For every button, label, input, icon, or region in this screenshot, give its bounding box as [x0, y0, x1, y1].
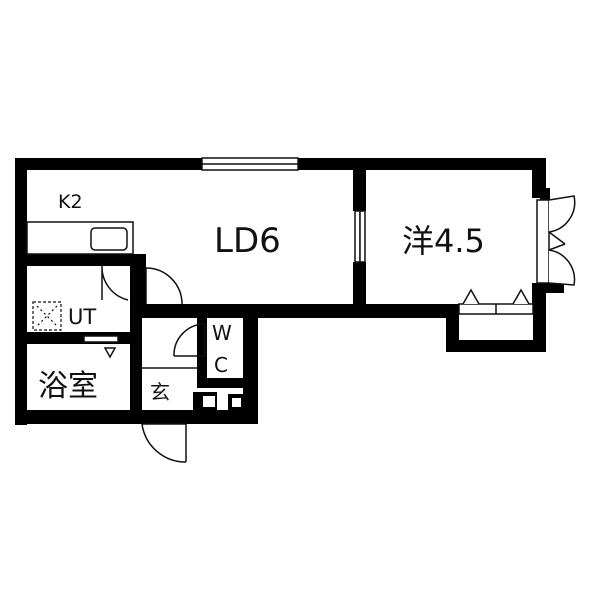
room-label-toilet-w: W: [212, 321, 232, 345]
closet-box-bottom: [446, 340, 546, 352]
wall-divider-top: [353, 158, 366, 211]
wall-wc-right: [243, 304, 258, 424]
sliding-door-ld: [354, 210, 366, 263]
closet-box-right: [533, 304, 546, 352]
wall-hall-top: [142, 304, 197, 318]
wall-divider-bottom: [353, 262, 366, 318]
wall-entrance-bottom-right: [186, 410, 258, 424]
kitchen-counter: [26, 221, 134, 255]
wall-wc-bottom: [197, 378, 258, 388]
room-label-living-dining: LD6: [214, 221, 281, 261]
balcony-frame-bottom: [540, 283, 564, 293]
balcony-doors: [536, 195, 576, 286]
wall-bath-right: [130, 304, 142, 424]
washer-pan-icon: [32, 301, 62, 331]
pillar-2-hollow: [232, 398, 241, 407]
wall-utility-right: [130, 254, 146, 304]
room-label-utility: UT: [68, 305, 96, 329]
wall-top-right: [298, 158, 546, 170]
wall-left: [15, 158, 27, 425]
room-label-kitchen: K2: [58, 191, 83, 213]
top-window: [201, 157, 299, 171]
door-swings: [101, 265, 206, 463]
wall-south: [182, 304, 446, 318]
wall-wc-left: [197, 316, 207, 386]
closet-doors: [458, 288, 534, 315]
walls: [15, 158, 564, 425]
wall-bath-bottom: [15, 410, 142, 424]
pillar-1-hollow: [203, 396, 215, 407]
room-label-toilet-c: C: [214, 353, 228, 377]
bath-door-sill: [83, 335, 119, 343]
wall-top-left: [15, 158, 202, 170]
room-label-bathroom: 浴室: [38, 369, 98, 404]
balcony-frame-top: [540, 188, 550, 200]
room-label-western-room: 洋4.5: [402, 222, 485, 260]
room-label-entrance: 玄: [150, 380, 170, 404]
wall-kitchen-bottom: [15, 254, 145, 266]
wall-openings: [203, 396, 241, 407]
wall-entrance-bottom-left: [142, 410, 187, 424]
